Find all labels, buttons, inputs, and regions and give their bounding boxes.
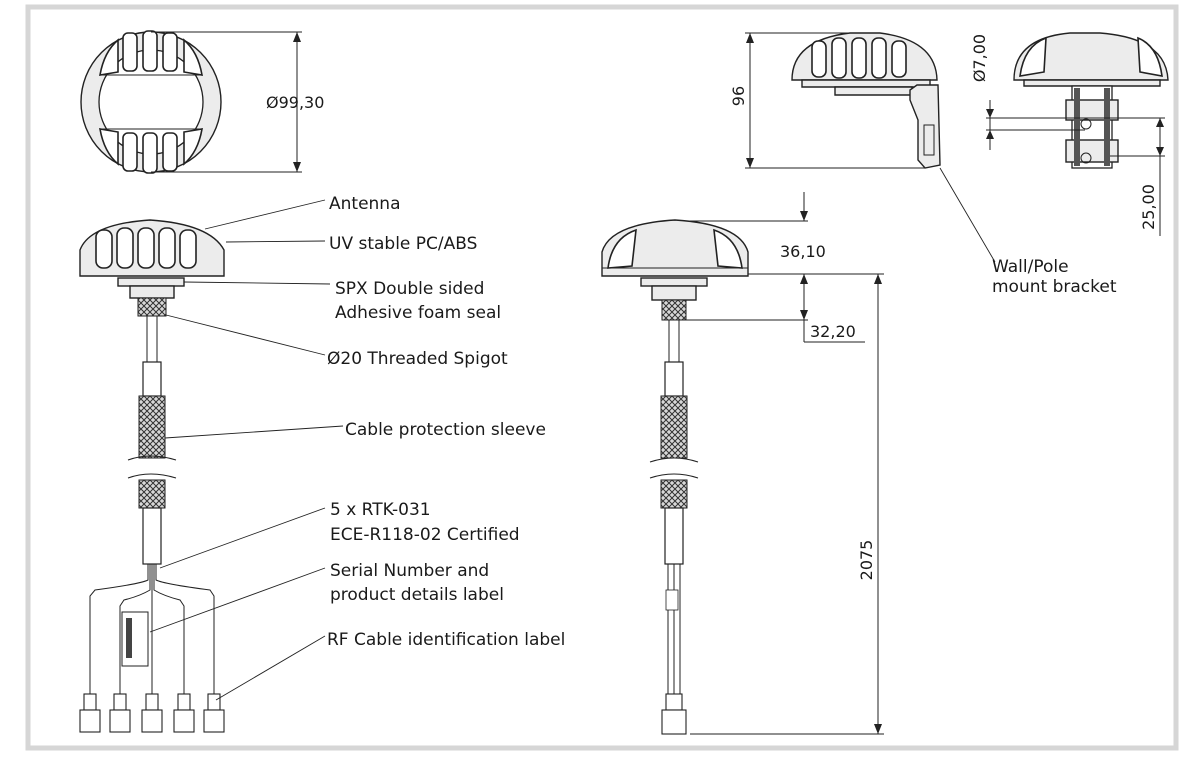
bracket-leader xyxy=(939,167,996,263)
dim-hole-diameter: Ø7,00 xyxy=(970,34,989,82)
label-rf: RF Cable identification label xyxy=(327,630,565,650)
dim-diameter: Ø99,30 xyxy=(266,93,324,112)
top-view xyxy=(80,30,302,174)
sheet-border xyxy=(25,4,1179,751)
label-spigot: Ø20 Threaded Spigot xyxy=(327,349,508,369)
label-serial-line1: Serial Number and xyxy=(330,561,489,581)
label-bracket-line1: Wall/Pole xyxy=(992,257,1069,277)
dim-cable-length: 2075 xyxy=(857,540,876,581)
middle-side-view xyxy=(601,192,884,735)
label-rtk-line2: ECE-R118-02 Certified xyxy=(330,525,520,545)
label-housing: UV stable PC/ABS xyxy=(329,234,477,254)
label-rtk-line1: 5 x RTK-031 xyxy=(330,500,431,520)
bracket-front-view xyxy=(986,32,1169,236)
dim-spigot-length: 32,20 xyxy=(810,322,856,341)
dim-bracket-offset: 25,00 xyxy=(1139,184,1158,230)
dim-dome-height: 36,10 xyxy=(780,242,826,261)
label-sleeve: Cable protection sleeve xyxy=(345,420,546,440)
label-seal-line1: SPX Double sided xyxy=(335,279,484,299)
label-bracket-line2: mount bracket xyxy=(992,277,1117,297)
label-seal-line2: Adhesive foam seal xyxy=(335,303,501,323)
bracket-side-view xyxy=(745,32,941,169)
label-serial-line2: product details label xyxy=(330,585,504,605)
dim-bracket-height: 96 xyxy=(729,86,748,106)
label-antenna: Antenna xyxy=(329,194,401,214)
left-assembly-view xyxy=(79,219,225,733)
